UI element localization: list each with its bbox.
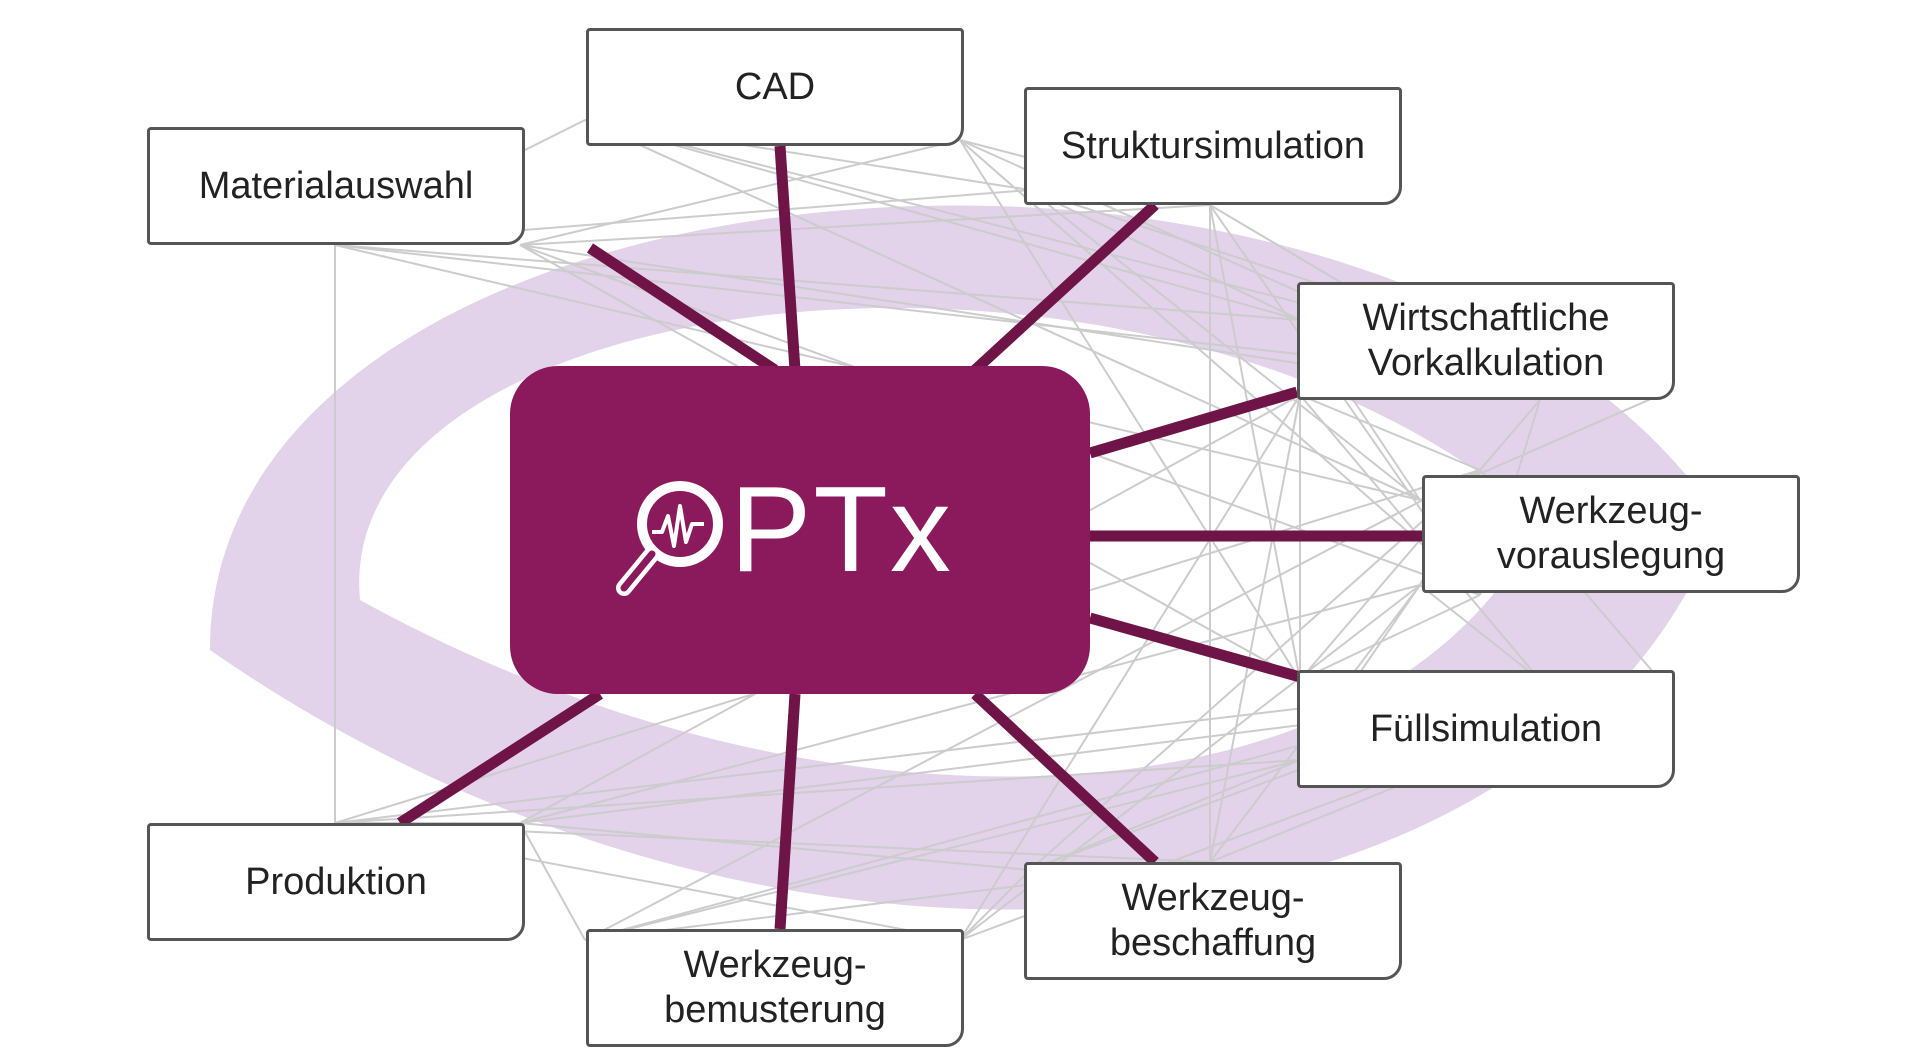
mesh-line — [334, 759, 1301, 824]
mesh-line — [959, 139, 1481, 596]
node-produktion: Produktion — [147, 823, 525, 941]
hub-spoke — [586, 243, 779, 375]
node-label: CAD — [734, 65, 816, 108]
mesh-line — [584, 119, 1421, 501]
mesh-line — [1209, 394, 1301, 863]
mesh-line — [1209, 204, 1301, 681]
mesh-line — [959, 869, 1031, 941]
node-label-line-2: vorauslegung — [1496, 535, 1726, 577]
node-materialauswahl: Materialauswahl — [147, 127, 525, 245]
hub-spoke — [774, 693, 801, 930]
hub-spoke — [397, 689, 603, 828]
node-werkzeugbemusterung: Werkzeug- bemusterung — [586, 929, 964, 1047]
hub-spoke — [774, 145, 801, 371]
mesh-line — [1029, 759, 1301, 871]
optx-hub — [510, 366, 1090, 694]
mesh-line — [519, 584, 1421, 824]
node-label: Füllsimulation — [1369, 707, 1603, 750]
mesh-line — [959, 139, 1301, 681]
node-label: Materialauswahl — [198, 164, 474, 207]
hub-spoke — [971, 689, 1159, 867]
mesh-line — [334, 244, 1301, 321]
node-label-line-2: bemusterung — [664, 989, 886, 1031]
mesh-line — [1299, 394, 1481, 471]
hub-spoke — [1088, 612, 1302, 683]
node-label-line-1: Werkzeug- — [1121, 877, 1305, 920]
magnifier-waveform-icon — [616, 481, 723, 596]
hub-spoke — [1088, 386, 1299, 459]
node-label-line-1: Wirtschaftliche — [1362, 297, 1610, 340]
node-werkzeugvorauslegung: Werkzeug- vorauslegung — [1422, 475, 1800, 593]
node-label: Produktion — [245, 860, 427, 903]
node-werkzeugbeschaffung: Werkzeug- beschaffung — [1024, 862, 1402, 980]
mesh-line — [584, 119, 1301, 321]
hub-spokes — [397, 145, 1422, 930]
mesh-line — [959, 394, 1301, 941]
mesh-line — [519, 822, 586, 941]
mesh-line — [584, 759, 1301, 941]
node-label-line-1: Werkzeug- — [683, 944, 867, 987]
node-wirtschaftliche-vorkalkulation: Wirtschaftliche Vorkalkulation — [1297, 282, 1675, 400]
node-cad: CAD — [586, 28, 964, 146]
hub-spoke — [971, 200, 1159, 375]
node-label-line-1: Werkzeug- — [1519, 490, 1703, 533]
node-label-line-2: Vorkalkulation — [1367, 342, 1605, 384]
mesh-line — [1419, 584, 1541, 681]
node-label-line-2: beschaffung — [1109, 922, 1317, 964]
mesh-line — [519, 139, 961, 246]
node-label: Struktursimulation — [1060, 124, 1366, 167]
mesh-line — [584, 469, 1481, 941]
mesh-line — [519, 822, 1031, 871]
mesh-line — [1029, 189, 1301, 321]
optx-logo-text: PTx — [730, 461, 953, 597]
mesh-line — [1029, 189, 1421, 501]
node-fuellsimulation: Füllsimulation — [1297, 670, 1675, 788]
node-struktursimulation: Struktursimulation — [1024, 87, 1402, 205]
